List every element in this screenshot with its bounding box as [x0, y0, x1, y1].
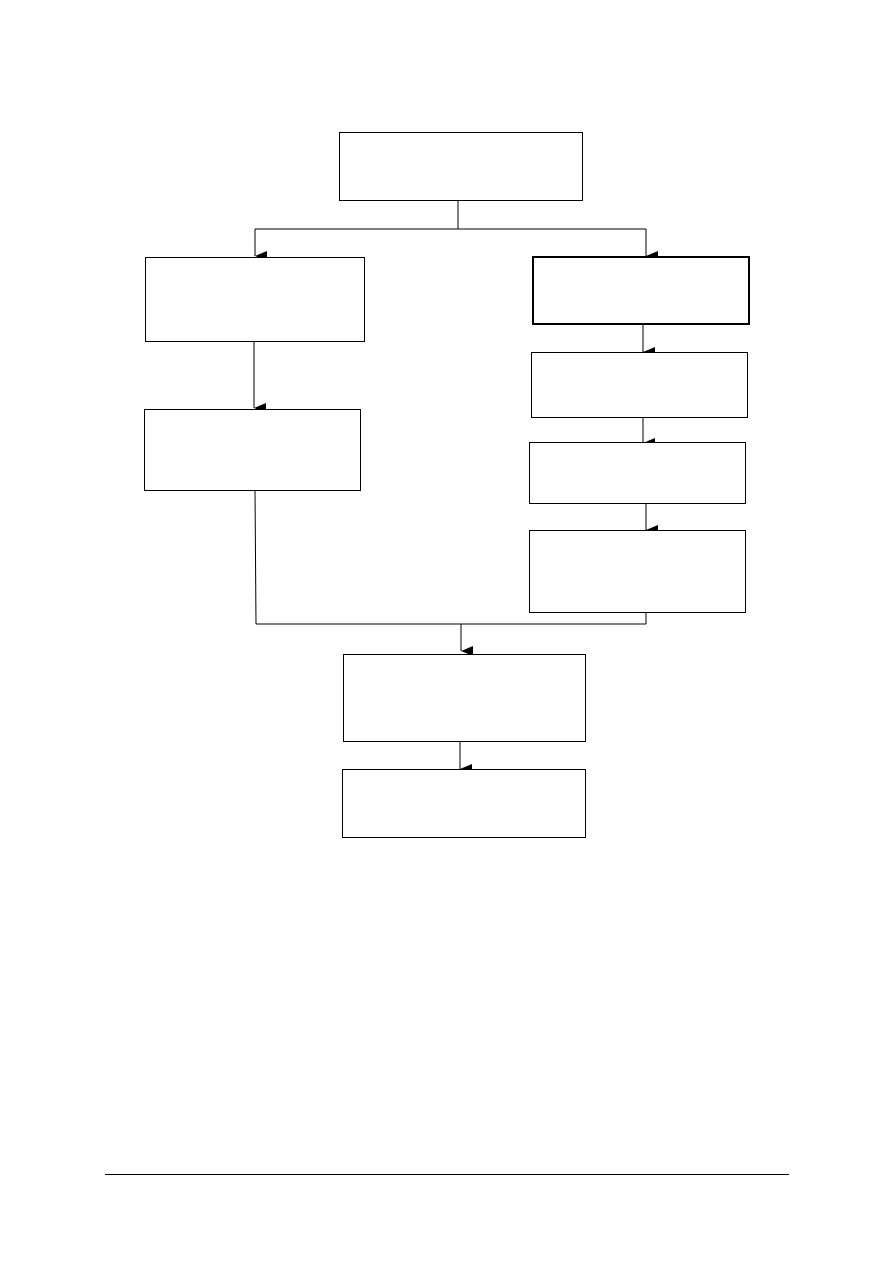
- node-right-2: [531, 352, 748, 418]
- node-final: [342, 769, 586, 838]
- node-right-3: [529, 442, 746, 504]
- node-right-4: [529, 530, 746, 613]
- node-left-1: [145, 257, 365, 342]
- node-right-1: [532, 256, 750, 325]
- footer-rule: [105, 1174, 789, 1175]
- node-merge: [343, 654, 586, 742]
- connector-left-2-down: [254, 489, 257, 625]
- node-top: [339, 132, 583, 201]
- node-left-2: [144, 409, 361, 491]
